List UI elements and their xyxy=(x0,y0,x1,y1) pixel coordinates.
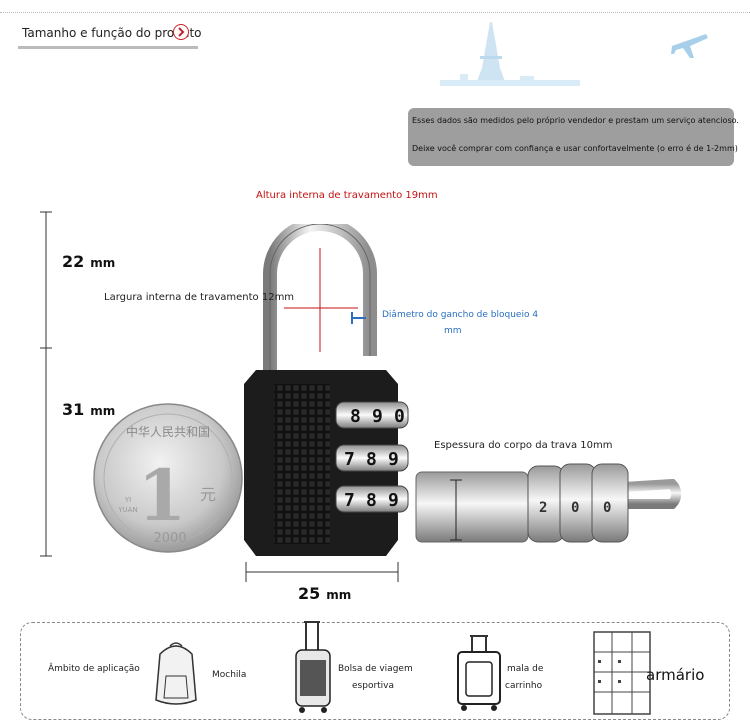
backpack-label: Mochila xyxy=(212,670,247,680)
trolley-case-label-1: mala de xyxy=(507,664,544,674)
paris-skyline-icon xyxy=(440,22,580,86)
title-underline xyxy=(18,46,198,49)
section-title: Tamanho e função do produto xyxy=(22,26,202,40)
airplane-icon xyxy=(671,34,708,58)
notice-line-2: Deixe você comprar com confiança e usar … xyxy=(412,144,738,153)
coin-pinyin-2: YUAN xyxy=(117,506,137,514)
top-dotted-divider xyxy=(0,12,750,13)
shackle-measure-lines xyxy=(284,248,366,352)
dial-row3-digit2: 8 xyxy=(366,490,377,511)
dimension-middle: 31 mm xyxy=(62,400,115,419)
dial-row2-digit3: 9 xyxy=(388,449,399,470)
travel-bag-icon xyxy=(295,621,331,713)
coin-yuan-char: 元 xyxy=(200,485,216,504)
shackle-height-label: Altura interna de travamento 19mm xyxy=(256,190,438,201)
combination-dials: 8 9 0 7 8 9 7 8 9 xyxy=(335,401,409,513)
dial-row3-digit3: 9 xyxy=(388,490,399,511)
body-thickness-label: Espessura do corpo da trava 10mm xyxy=(434,440,613,451)
dimension-top: 22 mm xyxy=(62,252,115,271)
trolley-case-label-2: carrinho xyxy=(505,681,543,691)
coin-year: 2000 xyxy=(153,531,186,546)
dimension-top-value: 22 xyxy=(62,252,85,271)
side-dial-2: 0 xyxy=(571,500,579,516)
vertical-dimension-line xyxy=(40,211,52,557)
dimension-width-unit: mm xyxy=(326,588,352,602)
coin-numeral: 1 xyxy=(138,454,187,537)
dimension-width: 25 mm xyxy=(298,584,351,603)
dial-row1-digit1: 8 xyxy=(350,406,361,427)
dial-row2-digit1: 7 xyxy=(344,449,355,470)
applications-heading: Âmbito de aplicação xyxy=(48,664,140,674)
dial-row3-digit1: 7 xyxy=(344,490,355,511)
trolley-case-icon xyxy=(457,635,501,711)
dimension-middle-value: 31 xyxy=(62,400,85,419)
travel-bag-label-2: esportiva xyxy=(352,681,395,691)
notice-line-1: Esses dados são medidos pelo próprio ven… xyxy=(412,116,739,125)
applications-panel xyxy=(20,622,730,720)
dimension-top-unit: mm xyxy=(90,256,116,270)
coin-top-text: 中华人民共和国 xyxy=(126,424,210,439)
horizontal-dimension-line xyxy=(245,562,399,582)
padlock-image xyxy=(244,224,398,556)
travel-bag-label-1: Bolsa de viagem xyxy=(338,664,413,674)
shackle-diameter-label-1: Diâmetro do gancho de bloqueio 4 xyxy=(382,310,539,320)
dial-row1-digit2: 9 xyxy=(372,406,383,427)
chevron-right-icon xyxy=(173,24,189,40)
shackle-diameter-label-2: mm xyxy=(444,326,462,336)
dial-row2-digit2: 8 xyxy=(366,449,377,470)
backpack-icon xyxy=(155,642,197,705)
locker-label: armário xyxy=(646,666,705,684)
dimension-width-value: 25 xyxy=(298,584,321,603)
side-dial-1: 2 xyxy=(539,500,547,516)
dimension-middle-unit: mm xyxy=(90,404,116,418)
padlock-side-view: 2 0 0 xyxy=(415,463,682,543)
shackle-width-label: Largura interna de travamento 12mm xyxy=(104,292,295,303)
locker-icon xyxy=(593,631,651,715)
coin-pinyin-1: YI xyxy=(124,496,131,504)
dial-row1-digit3: 0 xyxy=(394,406,405,427)
coin-image: 中华人民共和国 1 元 YI YUAN 2000 xyxy=(93,403,243,553)
side-dial-3: 0 xyxy=(603,500,611,516)
measurement-notice: Esses dados são medidos pelo próprio ven… xyxy=(408,108,739,166)
